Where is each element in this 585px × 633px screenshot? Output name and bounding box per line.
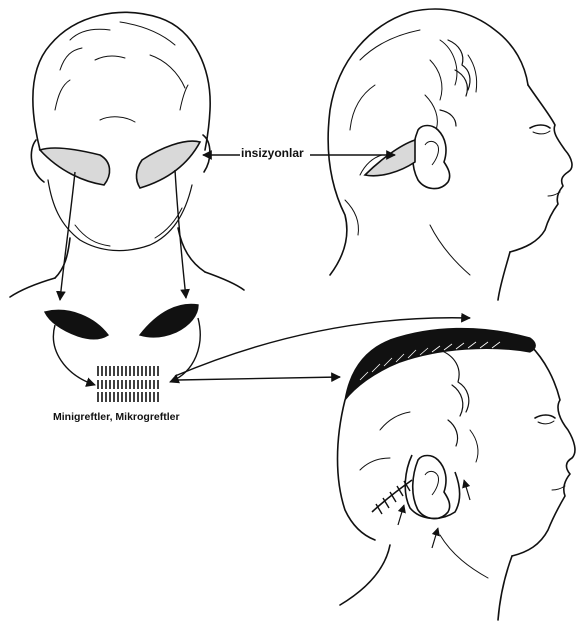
harvested-strip-left — [45, 310, 108, 338]
arrow-up-3 — [464, 480, 470, 500]
harvested-strip-right — [140, 304, 198, 336]
graft-bundle — [98, 366, 158, 402]
arrow-up-1 — [398, 505, 404, 525]
graft-bundle-gap-2 — [96, 389, 160, 392]
graft-bundle-gap-1 — [96, 376, 160, 380]
grafts-label: Minigreftler, Mikrogreftler — [53, 411, 180, 423]
arrow-left-down — [60, 172, 75, 300]
incision-flap-right — [136, 141, 200, 188]
side-view-head-after — [338, 345, 575, 620]
ear-bottom — [413, 456, 450, 519]
incisions-label: insizyonlar — [241, 146, 304, 160]
incision-flap-side — [365, 140, 415, 176]
arrow-grafts-to-temple — [178, 377, 340, 380]
arrow-up-2 — [432, 528, 438, 548]
ear-top — [413, 126, 450, 189]
arrow-right-down — [175, 170, 186, 298]
transplanted-crown-area — [345, 328, 535, 400]
